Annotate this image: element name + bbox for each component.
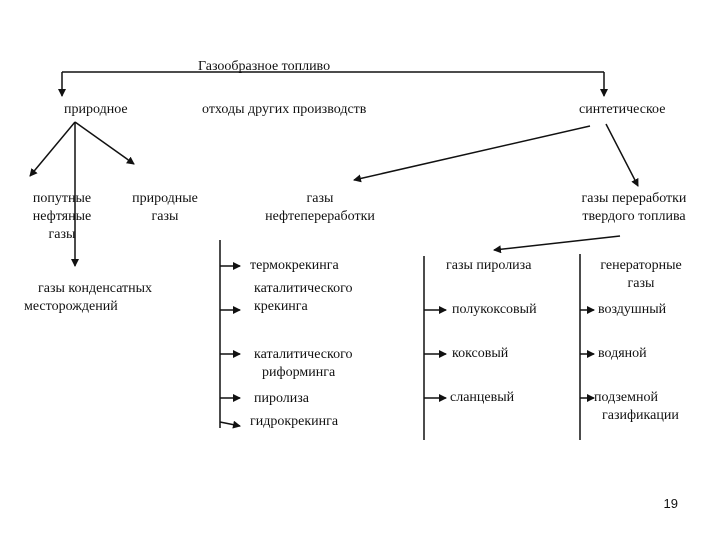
- refinery-item-1: термокрекинга: [250, 258, 339, 273]
- arrow-refinery: [353, 125, 591, 183]
- arrow-associated: [29, 121, 76, 177]
- page-number: 19: [663, 496, 678, 511]
- node-generator: генераторные газы: [600, 258, 682, 291]
- root-node: Газообразное топливо: [198, 59, 331, 74]
- node-refinery: газы нефтепереработки: [265, 191, 375, 224]
- refinery-item-3: каталитического риформинга: [254, 347, 353, 380]
- node-associated: попутные нефтяные газы: [32, 191, 92, 242]
- node-synthetic: синтетическое: [579, 102, 666, 117]
- pyrolysis-item-3: сланцевый: [450, 390, 515, 405]
- generator-item-3: подземной газификации: [594, 390, 679, 423]
- node-solid-fuel: газы переработки твердого топлива: [581, 191, 687, 224]
- node-pyrolysis: газы пиролиза: [446, 258, 532, 273]
- node-waste: отходы других производств: [202, 102, 367, 117]
- node-natural: природное: [64, 102, 128, 117]
- refinery-item-5: гидрокрекинга: [250, 414, 339, 429]
- node-condensate: газы конденсатных месторождений: [24, 281, 153, 314]
- node-natural-gases: природные газы: [132, 191, 198, 224]
- arrow-refinery-5: [219, 420, 241, 429]
- arrow-natural-gases: [74, 121, 135, 165]
- generator-item-1: воздушный: [598, 302, 667, 317]
- arrow-solid-fuel: [605, 123, 639, 187]
- refinery-item-4: пиролиза: [254, 391, 310, 406]
- pyrolysis-item-2: коксовый: [452, 346, 509, 361]
- refinery-item-2: каталитического крекинга: [254, 281, 353, 314]
- arrow-pyrolysis: [493, 235, 621, 254]
- pyrolysis-item-1: полукоксовый: [452, 302, 537, 317]
- generator-item-2: водяной: [598, 346, 647, 361]
